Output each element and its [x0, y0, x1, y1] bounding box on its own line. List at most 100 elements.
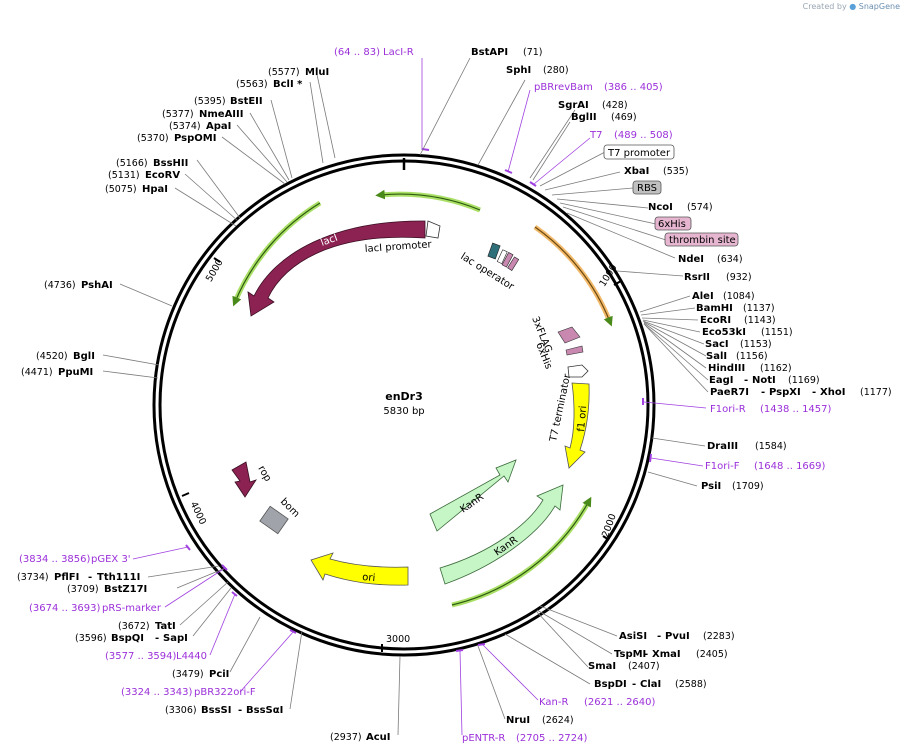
- primer-pgex3: pGEX 3': [91, 554, 131, 565]
- rbs-box: RBS: [632, 180, 662, 195]
- primer-kan-r: Kan-R: [539, 697, 568, 708]
- enzyme-pflfi-pos: (3734): [17, 572, 49, 583]
- enzyme-rsrii-pos: (932): [726, 272, 752, 283]
- enzyme-pspomi: PspOMI: [174, 133, 216, 144]
- lac-operator-features: [487, 242, 520, 271]
- primer-pbr322ori-f-range: (3324 .. 3343): [121, 687, 193, 698]
- laci-label: lacI: [319, 233, 339, 249]
- enzyme-acui: AcuI: [366, 732, 391, 743]
- enzyme-mlui-pos: (5577): [268, 67, 300, 78]
- enzyme-asisi-sep: -: [657, 631, 661, 642]
- flag-feature: [557, 326, 581, 344]
- snapgene-credit: Created by ● SnapGene: [803, 2, 900, 11]
- primer-prs-marker: pRS-marker: [102, 603, 162, 614]
- enzyme-bsssi-sep: -: [238, 705, 242, 716]
- enzyme-tspmi-sep: -: [644, 649, 648, 660]
- ori-feature: [310, 552, 409, 586]
- enzyme-paer7i: PaeR7I: [710, 387, 749, 398]
- enzyme-noti: NotI: [752, 375, 776, 386]
- bom-feature: [259, 505, 289, 535]
- ori-label: ori: [362, 572, 376, 584]
- enzyme-bcli: BclI *: [273, 79, 303, 90]
- rop-label: rop: [255, 464, 273, 484]
- enzyme-pvui: PvuI: [665, 631, 690, 642]
- enzyme-bstapi-pos: (71): [523, 47, 543, 58]
- primer-pentr-r-range: (2705 .. 2724): [516, 733, 588, 744]
- enzyme-hindiii-pos: (1162): [760, 363, 792, 374]
- enzyme-alei-pos: (1084): [723, 291, 755, 302]
- t7-promoter-label: T7 promoter: [607, 148, 671, 159]
- enzyme-pflfi: PflFI: [54, 572, 79, 583]
- primer-marks: [185, 148, 652, 652]
- enzyme-pflfi-sep: -: [88, 572, 92, 583]
- plasmid-size: 5830 bp: [383, 406, 424, 417]
- enzyme-bsssai: BssSαI: [246, 705, 283, 716]
- thrombin-label: thrombin site: [669, 235, 736, 246]
- enzyme-ppumi-pos: (4471): [21, 367, 53, 378]
- f1-ori-label: f1 ori: [576, 405, 589, 432]
- enzyme-bgli: BglI: [73, 351, 95, 362]
- credit-prefix: Created by: [802, 2, 847, 11]
- enzyme-tspmi: TspMI: [614, 649, 646, 660]
- enzyme-rsrii: RsrII: [684, 272, 710, 283]
- enzyme-bsshii: BssHII: [153, 158, 188, 169]
- enzyme-saci: SacI: [705, 339, 729, 350]
- enzyme-bspdi-pos: (2588): [675, 679, 707, 690]
- primer-prs-marker-range: (3674 .. 3693): [29, 603, 101, 614]
- enzyme-bstz17i-pos: (3709): [67, 584, 99, 595]
- enzyme-bspdi-sep: -: [632, 679, 636, 690]
- backbone-outer: [152, 153, 656, 657]
- primer-kan-r-range: (2621 .. 2640): [584, 697, 656, 708]
- enzyme-pspomi-pos: (5370): [137, 133, 169, 144]
- t7-promoter-box: T7 promoter: [603, 144, 675, 160]
- enzyme-ecori: EcoRI: [700, 315, 731, 326]
- enzyme-apai: ApaI: [206, 121, 231, 132]
- kanr-feature-2: [439, 484, 564, 585]
- enzyme-pspxi-sep: -: [812, 387, 816, 398]
- enzyme-bspqi: BspQI: [111, 633, 144, 644]
- enzyme-pspxi: PspXI: [769, 387, 801, 398]
- enzyme-acui-pos: (2937): [330, 732, 362, 743]
- enzyme-saci-pos: (1153): [740, 339, 772, 350]
- enzyme-bsteii-pos: (5395): [194, 96, 226, 107]
- enzyme-alei: AleI: [692, 291, 714, 302]
- enzyme-apai-pos: (5374): [169, 121, 201, 132]
- plasmid-name: enDr3: [385, 390, 423, 403]
- enzyme-ncoi-pos: (574): [687, 202, 713, 213]
- enzyme-eagi-sep: -: [744, 375, 748, 386]
- enzyme-pshai: PshAI: [81, 280, 113, 291]
- enzyme-bglii-pos: (469): [611, 112, 637, 123]
- orf-arc-kanr: [451, 499, 592, 608]
- primer-pbrrevbam: pBRrevBam: [534, 82, 593, 93]
- enzyme-xbai: XbaI: [624, 166, 649, 177]
- enzyme-nrui: NruI: [506, 715, 530, 726]
- tick-3000: 3000: [386, 634, 410, 645]
- enzyme-ecorv: EcoRV: [145, 170, 180, 181]
- primer-l4440-range: (3577 .. 3594): [105, 651, 177, 662]
- enzyme-ecorv-pos: (5131): [108, 170, 140, 181]
- primer-pbrrevbam-range: (386 .. 405): [604, 82, 663, 93]
- enzyme-bsteii: BstEII: [230, 96, 263, 107]
- enzyme-xmai: XmaI: [652, 649, 681, 660]
- enzyme-bsshii-pos: (5166): [116, 158, 148, 169]
- enzyme-sapi: SapI: [163, 633, 188, 644]
- enzyme-bamhi: BamHI: [696, 303, 733, 314]
- primer-laci-r: LacI-R: [383, 47, 414, 58]
- his6-box: 6xHis: [654, 216, 692, 231]
- enzyme-bcli-pos: (5563): [236, 79, 268, 90]
- enzyme-bgli-pos: (4520): [36, 351, 68, 362]
- enzyme-xhoi: XhoI: [820, 387, 845, 398]
- his6-feature: [565, 345, 584, 356]
- enzyme-psii-pos: (1709): [732, 481, 764, 492]
- enzyme-bsssi: BssSI: [201, 705, 231, 716]
- enzyme-bspqi-pos: (3596): [75, 633, 107, 644]
- enzyme-tth111i: Tth111I: [97, 572, 140, 583]
- rop-feature: [231, 461, 257, 498]
- rbs-label: RBS: [637, 183, 657, 194]
- enzyme-pcii-pos: (3479): [172, 669, 204, 680]
- laci-promoter-shape: [425, 220, 441, 239]
- enzyme-bstapi: BstAPI: [471, 47, 508, 58]
- kanr-feature-1: [429, 459, 517, 532]
- enzyme-draiii: DraIII: [707, 441, 738, 452]
